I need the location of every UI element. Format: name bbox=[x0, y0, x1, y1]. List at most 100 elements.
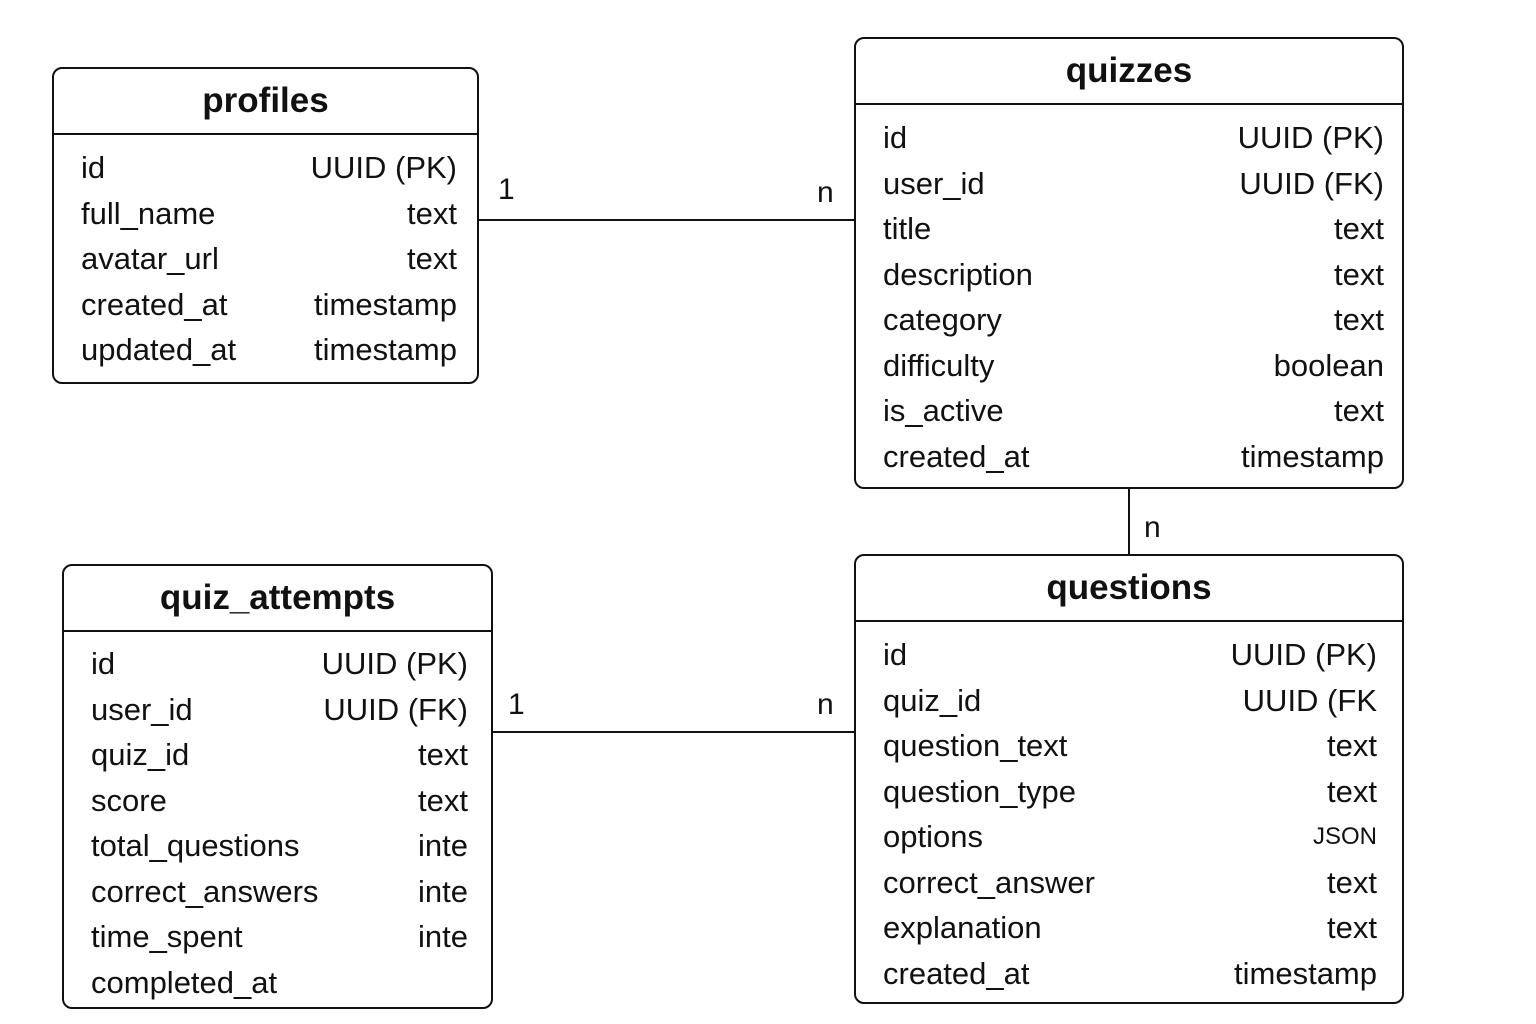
field-name: created_at bbox=[81, 286, 228, 322]
field-row: id UUID (PK) bbox=[883, 632, 1377, 678]
field-row: completed_at bbox=[91, 960, 468, 1006]
field-name: description bbox=[883, 256, 1033, 292]
field-row: user_id UUID (FK) bbox=[91, 687, 468, 733]
field-name: title bbox=[883, 211, 932, 246]
field-name: category bbox=[883, 302, 1002, 337]
field-row: created_at timestamp bbox=[883, 434, 1384, 480]
field-name: correct_answer bbox=[883, 864, 1095, 900]
entity-title: profiles bbox=[54, 69, 477, 135]
field-row: updated_at timestamp bbox=[81, 327, 457, 373]
entity-title: quizzes bbox=[856, 39, 1402, 105]
field-row: time_spent inte bbox=[91, 914, 468, 960]
field-row: description text bbox=[883, 252, 1384, 298]
field-type: text bbox=[418, 782, 468, 818]
field-type: text bbox=[1334, 393, 1384, 428]
field-type: UUID (FK) bbox=[1239, 165, 1384, 201]
field-row: id UUID (PK) bbox=[91, 641, 468, 687]
field-row: total_questions inte bbox=[91, 823, 468, 869]
field-row: user_id UUID (FK) bbox=[883, 161, 1384, 207]
field-type: inte bbox=[418, 873, 468, 909]
field-name: avatar_url bbox=[81, 241, 219, 276]
field-row: quiz_id UUID (FK bbox=[883, 678, 1377, 724]
field-name: completed_at bbox=[91, 964, 278, 1000]
entity-quiz-attempts[interactable]: quiz_attempts id UUID (PK) user_id UUID (F… bbox=[62, 564, 493, 1009]
field-type: text bbox=[407, 241, 457, 276]
field-type: timestamp bbox=[314, 332, 457, 367]
field-name: time_spent bbox=[91, 919, 243, 954]
cardinality-label: n bbox=[817, 688, 834, 721]
field-name: quiz_id bbox=[883, 682, 982, 718]
field-name: quiz_id bbox=[91, 737, 190, 772]
field-type: text bbox=[1334, 256, 1384, 292]
field-type: timestamp bbox=[1241, 438, 1384, 474]
field-type: UUID (PK) bbox=[1237, 120, 1384, 155]
field-name: user_id bbox=[883, 165, 985, 201]
field-type: timestamp bbox=[1234, 955, 1377, 991]
field-name: user_id bbox=[91, 691, 193, 727]
field-name: score bbox=[91, 782, 167, 818]
field-name: correct_answers bbox=[91, 873, 319, 909]
field-type: JSON bbox=[1312, 823, 1377, 850]
field-name: id bbox=[91, 646, 116, 681]
field-name: options bbox=[883, 819, 983, 854]
field-name: total_questions bbox=[91, 828, 300, 863]
field-name: full_name bbox=[81, 195, 216, 231]
field-row: quiz_id text bbox=[91, 732, 468, 778]
field-name: id bbox=[883, 637, 908, 672]
field-row: explanation text bbox=[883, 905, 1377, 951]
field-name: difficulty bbox=[883, 347, 995, 383]
entity-questions[interactable]: questions id UUID (PK) quiz_id UUID (FK qu… bbox=[854, 554, 1404, 1004]
field-row: created_at timestamp bbox=[81, 282, 457, 328]
field-row: is_active text bbox=[883, 388, 1384, 434]
field-list: id UUID (PK) quiz_id UUID (FK question_tex… bbox=[883, 632, 1377, 996]
field-type: inte bbox=[418, 919, 468, 954]
field-name: id bbox=[81, 150, 106, 185]
field-name: explanation bbox=[883, 910, 1042, 945]
field-type: UUID (PK) bbox=[1230, 637, 1377, 672]
field-type: UUID (PK) bbox=[321, 646, 468, 681]
field-name: updated_at bbox=[81, 332, 237, 367]
field-type: timestamp bbox=[314, 286, 457, 322]
field-name: question_type bbox=[883, 773, 1077, 809]
entity-quizzes[interactable]: quizzes id UUID (PK) user_id UUID (FK) tit… bbox=[854, 37, 1404, 489]
field-type: text bbox=[1327, 728, 1377, 763]
field-type: text bbox=[1334, 211, 1384, 246]
field-name: question_text bbox=[883, 728, 1068, 763]
field-row: correct_answer text bbox=[883, 860, 1377, 906]
field-type: text bbox=[1327, 773, 1377, 809]
field-type: text bbox=[1327, 864, 1377, 900]
field-name: is_active bbox=[883, 393, 1004, 428]
field-type: boolean bbox=[1273, 347, 1384, 383]
field-name: created_at bbox=[883, 955, 1030, 991]
field-type: UUID (FK bbox=[1242, 682, 1377, 718]
field-row: question_text text bbox=[883, 723, 1377, 769]
cardinality-label: 1 bbox=[508, 688, 525, 721]
field-row: difficulty boolean bbox=[883, 343, 1384, 389]
cardinality-label: n bbox=[1144, 511, 1161, 544]
field-row: avatar_url text bbox=[81, 236, 457, 282]
field-row: score text bbox=[91, 778, 468, 824]
field-row: full_name text bbox=[81, 191, 457, 237]
field-type: UUID (PK) bbox=[310, 150, 457, 185]
entity-title: questions bbox=[856, 556, 1402, 622]
field-row: question_type text bbox=[883, 769, 1377, 815]
field-type: UUID (FK) bbox=[323, 691, 468, 727]
field-type: text bbox=[1334, 302, 1384, 337]
field-row: title text bbox=[883, 206, 1384, 252]
field-type: text bbox=[407, 195, 457, 231]
entity-title: quiz_attempts bbox=[64, 566, 491, 632]
field-type: inte bbox=[418, 828, 468, 863]
cardinality-label: 1 bbox=[498, 173, 515, 206]
field-type: text bbox=[1327, 910, 1377, 945]
field-row: id UUID (PK) bbox=[883, 115, 1384, 161]
field-row: created_at timestamp bbox=[883, 951, 1377, 997]
field-type: text bbox=[418, 737, 468, 772]
field-row: correct_answers inte bbox=[91, 869, 468, 915]
field-name: created_at bbox=[883, 438, 1030, 474]
field-row: id UUID (PK) bbox=[81, 145, 457, 191]
field-name: id bbox=[883, 120, 908, 155]
